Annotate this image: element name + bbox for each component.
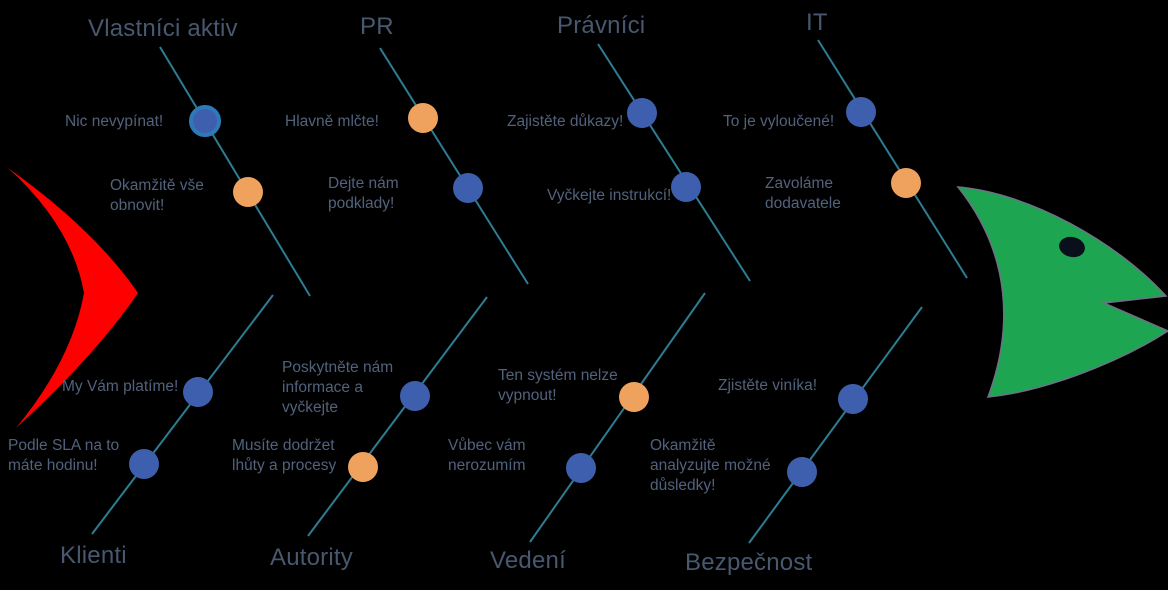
- bone-line-pr: [379, 47, 529, 285]
- note-dot-it-1: [846, 97, 876, 127]
- branch-title-vlastnici-aktiv: Vlastníci aktiv: [88, 15, 238, 42]
- note-dot-pr-2: [453, 173, 483, 203]
- note-label-pr-1: Hlavně mlčte!: [285, 113, 379, 130]
- note-dot-it-2: [891, 168, 921, 198]
- note-label-it-1: To je vyloučené!: [723, 113, 835, 130]
- note-label-bezpecnost-2: Okamžitě analyzujte možné důsledky!: [650, 437, 771, 494]
- note-label-autority-1: Poskytněte nám informace a vyčkejte: [282, 359, 394, 416]
- note-dot-pr-1: [408, 103, 438, 133]
- branch-title-autority: Autority: [270, 544, 353, 571]
- note-label-vlastnici-aktiv-2: Okamžitě vše obnovit!: [110, 177, 204, 214]
- branch-title-vedeni: Vedení: [490, 547, 566, 574]
- fish-eye: [1059, 236, 1085, 258]
- note-dot-pravnici-2: [671, 172, 701, 202]
- branch-title-pravnici: Právníci: [557, 12, 646, 39]
- note-label-bezpecnost-1: Zjistěte viníka!: [718, 377, 818, 394]
- note-dot-vedeni-1: [619, 382, 649, 412]
- branch-title-pr: PR: [360, 13, 394, 40]
- note-dot-bezpecnost-2: [787, 457, 817, 487]
- note-dot-klienti-2: [129, 449, 159, 479]
- note-dot-pravnici-1: [627, 98, 657, 128]
- note-dot-vedeni-2: [566, 453, 596, 483]
- fish-tail-shape: [8, 168, 138, 428]
- note-label-pravnici-2: Vyčkejte instrukcí!: [547, 187, 672, 204]
- note-label-vlastnici-aktiv-1: Nic nevypínat!: [65, 113, 164, 130]
- bone-line-vedeni: [529, 292, 706, 543]
- note-label-it-2: Zavoláme dodavatele: [765, 175, 841, 212]
- note-label-klienti-1: My Vám platíme!: [62, 378, 179, 395]
- bone-line-klienti: [91, 294, 274, 535]
- branch-title-klienti: Klienti: [60, 542, 127, 569]
- note-dot-autority-1: [400, 381, 430, 411]
- note-dot-vlastnici-aktiv-1: [189, 105, 221, 137]
- note-label-pravnici-1: Zajistěte důkazy!: [507, 113, 624, 130]
- note-dot-bezpecnost-1: [838, 384, 868, 414]
- note-label-pr-2: Dejte nám podklady!: [328, 175, 399, 212]
- branch-title-it: IT: [806, 9, 828, 36]
- bone-line-autority: [307, 296, 488, 537]
- bone-line-bezpecnost: [748, 306, 923, 544]
- bone-lines: [91, 39, 968, 544]
- note-label-autority-2: Musíte dodržet lhůty a procesy: [232, 437, 337, 474]
- note-dot-klienti-1: [183, 377, 213, 407]
- note-label-klienti-2: Podle SLA na to máte hodinu!: [8, 437, 120, 474]
- note-dot-autority-2: [348, 452, 378, 482]
- branch-title-bezpecnost: Bezpečnost: [685, 549, 813, 576]
- bone-line-it: [817, 39, 968, 279]
- fish-head-shape: [956, 186, 1168, 398]
- note-label-vedeni-2: Vůbec vám nerozumím: [448, 437, 526, 474]
- bone-line-pravnici: [597, 43, 751, 282]
- note-label-vedeni-1: Ten systém nelze vypnout!: [498, 367, 618, 404]
- note-dot-vlastnici-aktiv-2: [233, 177, 263, 207]
- bone-line-vlastnici-aktiv: [159, 46, 311, 297]
